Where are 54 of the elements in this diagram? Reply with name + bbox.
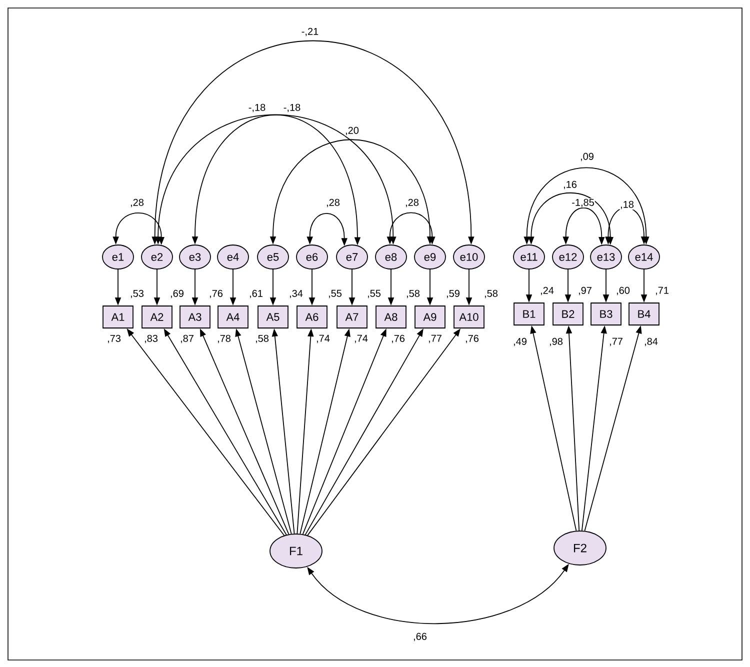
- edge-label: ,74: [354, 334, 368, 344]
- value-label: ,58: [406, 290, 420, 298]
- value-label: ,55: [328, 290, 342, 298]
- edge-label: ,98: [548, 337, 564, 347]
- value-label: ,60: [616, 286, 630, 296]
- value-label: ,55: [368, 290, 381, 298]
- edge-label: ,58: [254, 334, 270, 344]
- variable-box: B2: [552, 302, 584, 326]
- variable-box: A7: [336, 306, 368, 328]
- edge-label: -,21: [300, 27, 320, 37]
- edge-label: ,09: [580, 152, 594, 162]
- edge-label: ,73: [106, 334, 122, 344]
- edge-label: ,18: [620, 200, 634, 210]
- edge-label: ,28: [326, 198, 340, 208]
- value-label: ,34: [290, 290, 303, 298]
- edge-label: ,83: [144, 334, 158, 344]
- edge-label: -1,85: [571, 198, 595, 208]
- edge-label: ,28: [130, 198, 144, 208]
- variable-box: A5: [258, 306, 288, 328]
- edge-label: ,84: [644, 337, 658, 347]
- edge-label: ,74: [316, 334, 330, 344]
- edge-label: ,76: [390, 334, 406, 344]
- value-label: ,61: [250, 290, 262, 298]
- edge-label: -,18: [248, 103, 266, 113]
- edge-label: ,77: [608, 337, 624, 347]
- edge-label: -,18: [282, 103, 302, 113]
- variable-box: A8: [376, 306, 406, 328]
- edge-label: ,16: [562, 180, 578, 190]
- variable-box: A9: [414, 306, 446, 328]
- edge-label: ,76: [464, 334, 480, 344]
- value-label: ,59: [446, 290, 460, 298]
- edge-label: ,66: [412, 632, 428, 642]
- value-label: ,24: [540, 286, 554, 296]
- variable-box: A6: [296, 306, 328, 328]
- value-label: ,69: [170, 290, 184, 298]
- value-label: ,58: [484, 290, 498, 298]
- edge-label: ,49: [512, 337, 528, 347]
- edge-label: ,20: [344, 126, 360, 136]
- variable-box: A1: [102, 306, 134, 328]
- value-label: ,71: [656, 286, 668, 296]
- value-label: ,97: [578, 286, 592, 296]
- edge-label: ,78: [216, 334, 232, 344]
- variable-box: B3: [590, 302, 622, 326]
- variable-box: B4: [628, 302, 660, 326]
- edge-label: ,77: [428, 334, 442, 344]
- value-label: ,76: [210, 290, 223, 298]
- variable-box: B1: [514, 302, 544, 326]
- value-label: ,53: [130, 290, 144, 298]
- variable-box: A10: [454, 306, 484, 328]
- variable-box: A2: [142, 306, 172, 328]
- variable-box: A3: [180, 306, 210, 328]
- variable-box: A4: [218, 306, 248, 328]
- edge-label: ,28: [404, 198, 420, 208]
- edge-label: ,87: [180, 334, 194, 344]
